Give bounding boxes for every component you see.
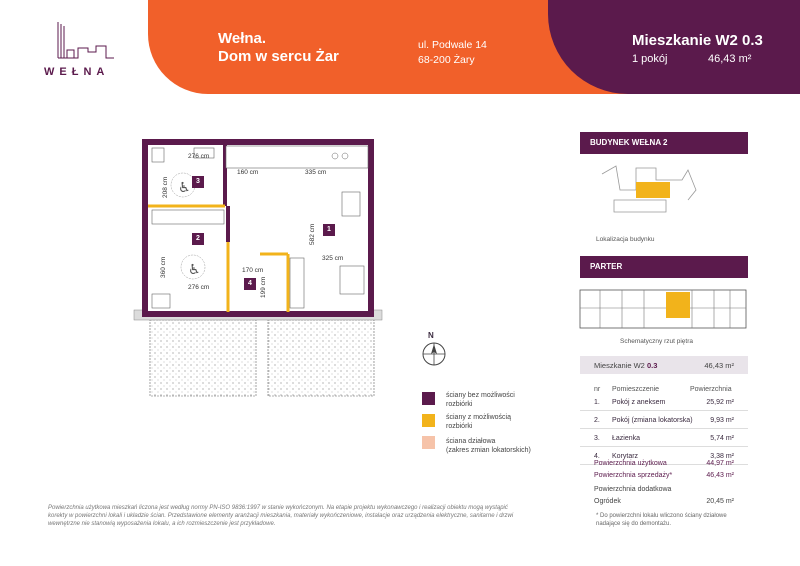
svg-text:♿: ♿ (178, 180, 191, 196)
dim-276-top: 276 cm (188, 153, 210, 160)
legend-swatch-purple (422, 392, 435, 405)
header-title: Wełna. Dom w sercu Żar (218, 30, 339, 66)
table-row: 4. Korytarz 3,38 m² (580, 447, 748, 465)
legend-3-line1: ściana działowa (446, 438, 496, 445)
apartment-area: 46,43 m² (708, 53, 752, 65)
table-apt-label: Mieszkanie W2 (594, 361, 645, 370)
wełna-logo (57, 22, 114, 59)
compass-icon (422, 342, 446, 366)
table-row: 1. Pokój z aneksem 25,92 m² (580, 393, 748, 411)
dim-208: 208 cm (162, 176, 169, 198)
dim-335: 335 cm (305, 169, 327, 176)
table-row: 3. Łazienka 5,74 m² (580, 429, 748, 447)
dim-276-bottom: 276 cm (188, 284, 210, 291)
sale-value: 46,43 m² (706, 472, 734, 479)
row-name: Pokój (zmiana lokatorska) (612, 417, 693, 424)
legend-item-2: ściany z możliwością rozbiórki (446, 413, 511, 431)
table-row: 2. Pokój (zmiana lokatorska) 9,93 m² (580, 411, 748, 429)
svg-text:♿: ♿ (188, 262, 201, 278)
address-line1: ul. Podwale 14 (418, 39, 487, 51)
garden-right (267, 319, 375, 397)
header-title-line2: Dom w sercu Żar (218, 48, 339, 65)
floor-caption: Schematyczny rzut piętra (620, 338, 693, 345)
row-area: 25,92 m² (706, 399, 734, 406)
building-header: BUDYNEK WEŁNA 2 (580, 132, 748, 154)
row-nr: 2. (594, 417, 600, 424)
garden-left (149, 319, 257, 397)
dim-360: 360 cm (160, 256, 167, 278)
row-area: 3,38 m² (710, 453, 734, 460)
footer-disclaimer: Powierzchnia użytkowa mieszkań liczona j… (48, 505, 514, 527)
legend-2-line1: ściany z możliwością (446, 414, 511, 421)
dim-160: 160 cm (237, 169, 259, 176)
col-nr: nr (594, 386, 601, 393)
usable-value: 44,97 m² (706, 460, 734, 467)
floor-plan: ♿ ♿ (133, 139, 383, 397)
room-number-3: 3 (192, 176, 204, 188)
row-nr: 4. (594, 453, 600, 460)
compass-label: N (428, 331, 434, 340)
dim-582: 582 cm (309, 223, 316, 245)
row-name: Łazienka (612, 435, 641, 442)
building-caption: Lokalizacja budynku (596, 236, 655, 243)
room-number-1: 1 (323, 224, 335, 236)
table-apt-area: 46,43 m² (704, 361, 734, 370)
legend-2-line2: rozbiórki (446, 423, 473, 430)
header-title-line1: Wełna. (218, 30, 267, 47)
address-line2: 68-200 Żary (418, 54, 475, 66)
logo-text: WEŁNA (44, 66, 110, 78)
row-area: 5,74 m² (710, 435, 734, 442)
floor-header: PARTER (580, 256, 748, 278)
table-header: Mieszkanie W2 0.3 46,43 m² (580, 356, 748, 374)
room-number-2: 2 (192, 233, 204, 245)
footnote: * Do powierzchni lokalu wliczono ściany … (596, 513, 727, 527)
row-area: 9,93 m² (710, 417, 734, 424)
legend-swatch-peach (422, 436, 435, 449)
header-purple-band (548, 0, 800, 94)
room-number-4: 4 (244, 278, 256, 290)
apartment-rooms: 1 pokój (632, 53, 668, 65)
building-location-map (601, 165, 697, 213)
row-nr: 1. (594, 399, 600, 406)
dim-199: 199 cm (260, 276, 267, 298)
legend-item-1: ściany bez możliwości rozbiórki (446, 391, 515, 409)
apartment-title: Mieszkanie W2 0.3 (632, 32, 763, 49)
legend-3-line2: (zakres zmian lokatorskich) (446, 447, 531, 454)
legend-1-line1: ściany bez możliwości (446, 392, 515, 399)
table-apt-number: 0.3 (646, 361, 658, 370)
garden-label: Ogródek (594, 498, 621, 505)
legend-swatch-yellow (422, 414, 435, 427)
row-nr: 3. (594, 435, 600, 442)
extra-label: Powierzchnia dodatkowa (594, 486, 672, 493)
floor-schematic (579, 289, 747, 329)
col-area: Powierzchnia (690, 386, 732, 393)
row-name: Korytarz (612, 453, 639, 460)
garden-value: 20,45 m² (706, 498, 734, 505)
legend-item-3: ściana działowa (zakres zmian lokatorski… (446, 437, 531, 455)
row-name: Pokój z aneksem (612, 399, 666, 406)
sale-label: Powierzchnia sprzedaży* (594, 472, 673, 479)
dim-170: 170 cm (242, 267, 264, 274)
header-address: ul. Podwale 14 68-200 Żary (418, 38, 487, 68)
legend-1-line2: rozbiórki (446, 401, 473, 408)
usable-label: Powierzchnia użytkowa (594, 460, 667, 467)
dim-325: 325 cm (322, 255, 344, 262)
col-room: Pomieszczenie (612, 386, 660, 393)
